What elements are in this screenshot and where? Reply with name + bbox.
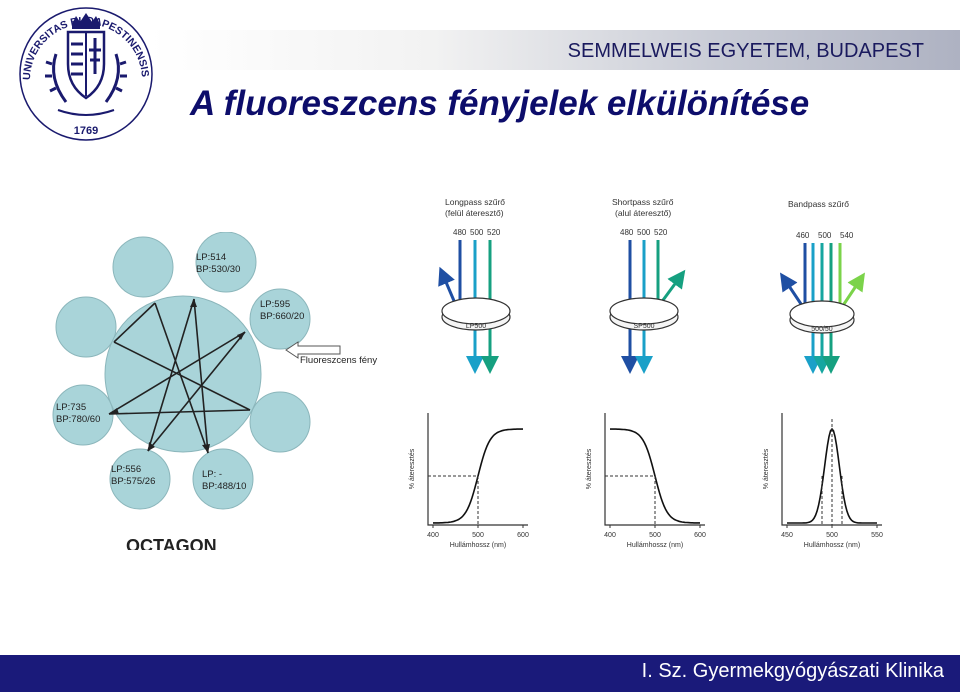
detector-circle (55, 296, 117, 358)
x-tick-label: 600 (517, 532, 529, 539)
x-axis-label: Hullámhossz (nm) (804, 542, 860, 549)
seal-year: 1769 (74, 125, 98, 137)
x-tick-label: 500 (649, 532, 661, 539)
detector-bp-label: BP:488/10 (202, 481, 246, 492)
bandpass-panel: Bandpass szűrő 460 500 540 500/50 (780, 199, 865, 374)
plot-axes (604, 413, 705, 526)
longpass-panel: Longpass szűrő (felül áteresztő) 480 500… (438, 197, 511, 374)
detector-circle (192, 448, 254, 510)
x-tick-label: 500 (472, 532, 484, 539)
filter-disk-label: SP500 (633, 323, 654, 330)
x-tick-label: 550 (871, 532, 883, 539)
detector-bp-label: BP:530/30 (196, 264, 240, 275)
filter-name: Bandpass szűrő (788, 199, 849, 209)
wavelength-label: 520 (487, 228, 501, 237)
detector-circle (249, 288, 311, 350)
wavelength-label: 500 (637, 228, 651, 237)
detector-lp-label: LP:514 (196, 252, 226, 263)
filters-diagram: Longpass szűrő (felül áteresztő) 480 500… (400, 185, 900, 555)
x-axis-label: Hullámhossz (nm) (627, 542, 683, 549)
footer-text: I. Sz. Gyermekgyógyászati Klinika (641, 660, 944, 682)
filter-subtitle: (felül áteresztő) (445, 208, 504, 218)
wavelength-label: 520 (654, 228, 668, 237)
wavelength-label: 480 (620, 228, 634, 237)
detector-circle (109, 448, 171, 510)
detector-bp-label: BP:780/60 (56, 414, 100, 425)
detector-lp-label: LP:556 (111, 464, 141, 475)
filter-disk-label: 500/50 (811, 326, 833, 333)
x-tick-label: 600 (694, 532, 706, 539)
x-axis-label: Hullámhossz (nm) (450, 542, 506, 549)
wavelength-label: 500 (818, 231, 832, 240)
detector-circle (112, 236, 174, 298)
shortpass-panel: Shortpass szűrő (alul áteresztő) 480 500… (609, 197, 686, 374)
y-axis-label: % áteresztés (409, 448, 416, 489)
detector-lp-label: LP:735 (56, 402, 86, 413)
page-title: A fluoreszcens fényjelek elkülönítése (190, 84, 810, 123)
filter-name: Shortpass szűrő (612, 197, 674, 207)
detector-lp-label: LP:595 (260, 299, 290, 310)
wavelength-label: 500 (470, 228, 484, 237)
detector-circle (249, 391, 311, 453)
x-tick-label: 450 (781, 532, 793, 539)
wavelength-label: 540 (840, 231, 854, 240)
university-name: SEMMELWEIS EGYETEM, BUDAPEST (567, 40, 924, 62)
octagon-center-circle (104, 295, 262, 453)
detector-lp-label: LP: - (202, 469, 222, 480)
x-tick-label: 400 (604, 532, 616, 539)
input-light-label: Fluoreszcens fény (300, 355, 377, 366)
detector-bp-label: BP:575/26 (111, 476, 155, 487)
detector-circle (195, 232, 257, 293)
y-axis-label: % áteresztés (586, 448, 593, 489)
plot-axes (781, 413, 882, 526)
filter-subtitle: (alul áteresztő) (615, 208, 671, 218)
detector-circle (52, 384, 114, 446)
filter-name: Longpass szűrő (445, 197, 505, 207)
filter-disk-label: LP500 (466, 323, 486, 330)
plot-axes (427, 413, 528, 526)
x-tick-label: 400 (427, 532, 439, 539)
footer-bar: I. Sz. Gyermekgyógyászati Klinika (0, 655, 960, 692)
wavelength-label: 480 (453, 228, 467, 237)
octagon-diagram: Fluoreszcens fény LP:514 BP:530/30 LP:59… (52, 232, 377, 550)
octagon-label: OCTAGON (126, 536, 217, 550)
y-axis-label: % áteresztés (763, 448, 770, 489)
wavelength-label: 460 (796, 231, 810, 240)
detector-bp-label: BP:660/20 (260, 311, 304, 322)
header-band (150, 30, 960, 70)
university-seal-icon: UNIVERSITAS BUDAPESTINENSIS DE SEMMELWEI… (8, 2, 153, 141)
x-tick-label: 500 (826, 532, 838, 539)
